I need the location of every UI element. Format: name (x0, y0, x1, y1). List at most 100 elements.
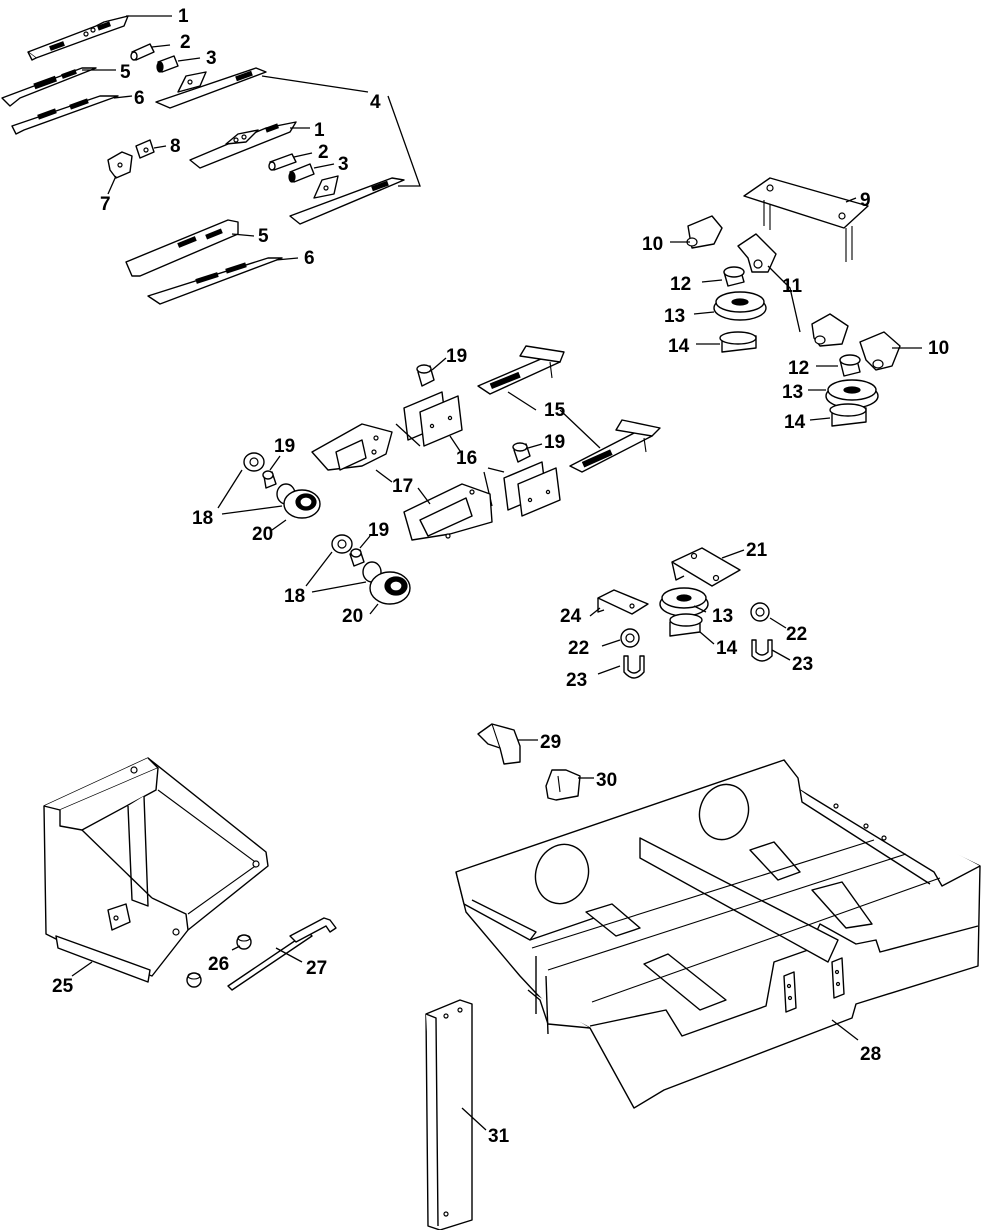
plate-9 (743, 177, 869, 262)
nut-22-right (750, 602, 770, 622)
callout-11: 11 (782, 276, 803, 297)
callout-23-left: 23 (566, 670, 587, 691)
blade-1-upper (27, 15, 129, 61)
callout-2-upper: 2 (180, 32, 191, 53)
callout-20-lower: 20 (342, 606, 363, 627)
ubolt-23-left (623, 655, 645, 679)
callout-21: 21 (746, 540, 768, 561)
callout-22-right: 22 (786, 624, 807, 645)
pulley-13-idler (659, 587, 709, 617)
callout-28: 28 (860, 1044, 881, 1065)
clip-29 (477, 723, 521, 765)
grommet-20-lower (362, 561, 411, 605)
bracket-10-upper (686, 215, 723, 249)
pin-2-upper (130, 43, 155, 61)
callout-1-upper: 1 (178, 6, 189, 27)
blade-1-lower (189, 121, 297, 169)
callout-12-lower: 12 (788, 358, 809, 379)
callout-22-left: 22 (568, 638, 589, 659)
bushing-19-c (262, 470, 277, 489)
bushing-12-lower (839, 354, 861, 377)
arm-15-upper (477, 345, 565, 395)
support-6-lower (147, 257, 283, 305)
callout-29: 29 (540, 732, 561, 753)
callout-16: 16 (456, 448, 477, 469)
callout-20-upper: 20 (252, 524, 273, 545)
callout-27: 27 (306, 958, 327, 979)
callout-7: 7 (100, 194, 111, 215)
callout-25: 25 (52, 976, 74, 997)
blade-4-lower (289, 175, 405, 225)
callout-17: 17 (392, 476, 413, 497)
clip-8 (135, 139, 155, 159)
bushing-3-lower (288, 163, 315, 183)
blade-4-upper (155, 67, 267, 109)
callout-19-a: 19 (446, 346, 467, 367)
pulley-13-lower (825, 379, 879, 409)
mount-16-lower (503, 461, 561, 517)
callout-26: 26 (208, 954, 229, 975)
bracket-21 (671, 547, 741, 587)
callout-12-upper: 12 (670, 274, 691, 295)
bushing-12-upper (723, 266, 745, 287)
callout-30: 30 (596, 770, 617, 791)
grommet-20-upper (276, 483, 321, 519)
support-5-upper (1, 67, 97, 107)
bushing-26-a (186, 972, 202, 988)
bracket-24 (597, 589, 649, 615)
mount-16-upper (403, 391, 463, 447)
washer-18-lower (331, 534, 353, 554)
hub-14-lower (829, 403, 867, 427)
ubolt-23-right (751, 639, 773, 662)
housing-25 (43, 757, 269, 983)
bushing-19-d (349, 548, 365, 567)
callout-14-idler: 14 (716, 638, 738, 659)
bracket-11-upper (737, 233, 777, 273)
nut-22-left (620, 628, 640, 648)
bracket-11-lower (811, 313, 849, 347)
callout-19-d: 19 (368, 520, 389, 541)
pulley-13-upper (713, 291, 767, 321)
callout-19-c: 19 (274, 436, 295, 457)
callout-8: 8 (170, 136, 181, 157)
callout-19-b: 19 (544, 432, 565, 453)
arm-15-lower (569, 419, 661, 473)
bracket-7 (107, 151, 133, 179)
callout-4: 4 (370, 92, 381, 113)
callout-3-lower: 3 (338, 154, 349, 175)
deck-28 (455, 759, 981, 1109)
bushing-3-upper (156, 55, 179, 73)
callout-10-upper: 10 (642, 234, 663, 255)
callout-18-upper: 18 (192, 508, 213, 529)
channel-31 (425, 999, 473, 1230)
callout-14-upper: 14 (668, 336, 690, 357)
callout-1-lower: 1 (314, 120, 325, 141)
callout-10-lower: 10 (928, 338, 949, 359)
callout-13-upper: 13 (664, 306, 685, 327)
callout-13-idler: 13 (712, 606, 733, 627)
callout-14-lower: 14 (784, 412, 806, 433)
plate-17-lower (403, 483, 493, 541)
callout-2-lower: 2 (318, 142, 329, 163)
callout-3-upper: 3 (206, 48, 217, 69)
washer-18-upper (243, 452, 265, 472)
callout-5-lower: 5 (258, 226, 269, 247)
bracket-30 (545, 769, 581, 801)
callout-9: 9 (860, 190, 871, 211)
rod-27 (227, 917, 337, 991)
support-6-upper (11, 95, 119, 135)
callout-6-lower: 6 (304, 248, 315, 269)
hub-14-upper (719, 331, 757, 353)
pin-2-lower (268, 153, 297, 171)
hub-14-idler (669, 613, 703, 637)
callout-6-upper: 6 (134, 88, 145, 109)
support-5-lower (125, 219, 239, 277)
bushing-19-a (416, 364, 435, 387)
plate-17-upper (311, 423, 393, 471)
callout-13-lower: 13 (782, 382, 803, 403)
callout-23-right: 23 (792, 654, 813, 675)
bracket-10-lower (859, 331, 901, 371)
bushing-19-b (512, 442, 531, 463)
bushing-26-b (236, 934, 252, 950)
